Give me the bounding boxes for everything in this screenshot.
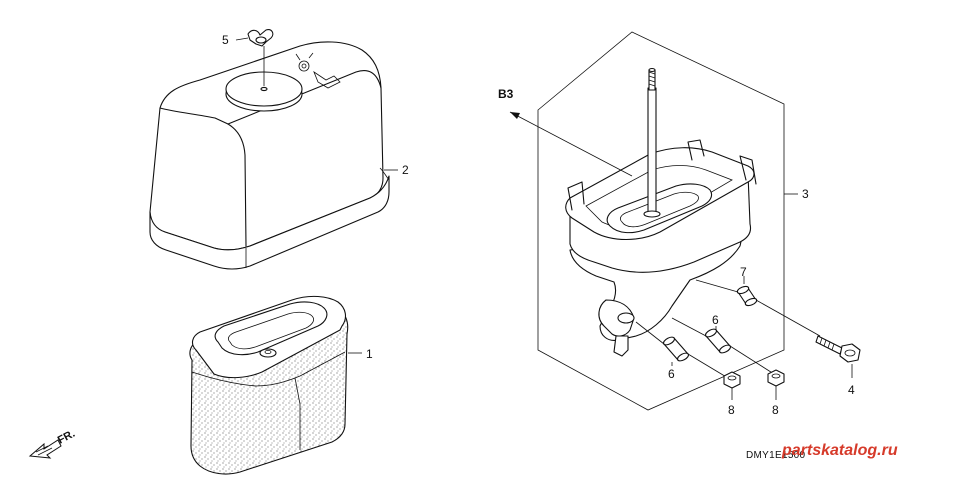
air-cleaner-base [565,67,757,357]
collar-6-lower [662,336,690,362]
diagram-code: DMY1E1500 [746,450,806,461]
nut-8-left [723,371,741,389]
assembly-frame [537,31,785,411]
callout-7: 7 [740,265,747,279]
leader-5 [235,37,249,41]
callout-8-right: 8 [772,403,779,417]
collar-6-upper [704,328,732,354]
bolt-4 [755,299,861,363]
callout-3: 3 [802,187,809,201]
front-arrow-icon: FR. [28,428,77,459]
watermark: partskatalog.ru [781,442,898,459]
nut-8-right [767,369,785,387]
wing-nut [247,29,274,86]
callout-6-upper: 6 [712,313,719,327]
b3-reference [509,111,633,177]
collar-7 [695,279,758,307]
callout-6-lower: 6 [668,367,675,381]
callout-8-left: 8 [728,403,735,417]
b3-label: B3 [498,87,514,101]
callout-1: 1 [366,347,373,361]
callout-2: 2 [402,163,409,177]
callout-5: 5 [222,33,229,47]
filter-element [189,295,349,475]
callout-4: 4 [848,383,855,397]
front-label: FR. [56,428,77,447]
air-cleaner-cover [149,41,390,270]
